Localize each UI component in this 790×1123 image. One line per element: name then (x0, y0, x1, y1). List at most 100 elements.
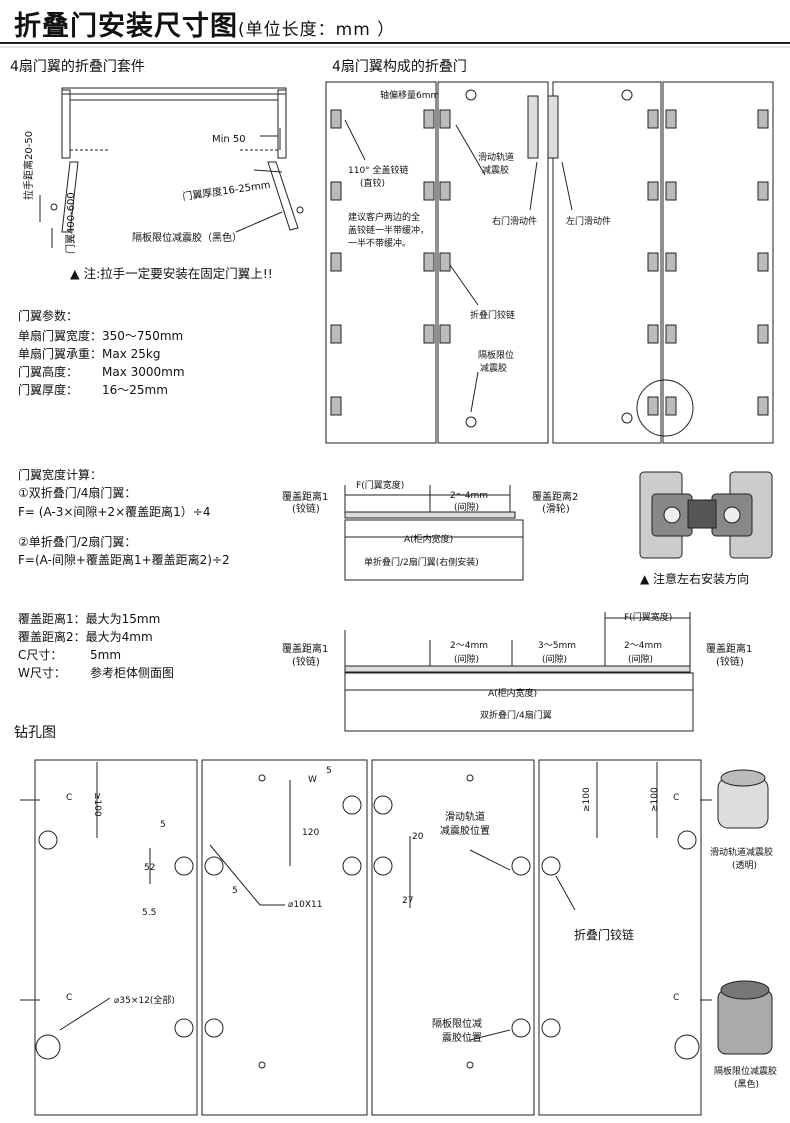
calc-heading: 门翼宽度计算： (18, 468, 103, 482)
params-list: 单扇门翼宽度：350～750mm 单扇门翼承重：Max 25kg 门翼高度：Ma… (18, 325, 185, 397)
drill-ge100-3: ≥100 (650, 787, 660, 812)
double-a-width: A(柜内宽度) (488, 689, 538, 699)
drill-c-1: C (66, 793, 73, 803)
param-row: 门翼高度：Max 3000mm (18, 365, 185, 379)
double-cover1: 覆盖距离1 (282, 644, 329, 655)
drill-limit-pos-1: 隔板限位减 (432, 1019, 482, 1030)
drilling-panels (34, 759, 702, 1116)
direction-note: ▲ 注意左右安装方向 (640, 572, 750, 586)
single-gap: 2～4mm (450, 491, 488, 501)
formula-2: F=(A-间隙+覆盖距离1+覆盖距离2)÷2 (18, 553, 230, 567)
page-title: 折叠门安装尺寸图(单位长度：mm ） (14, 4, 395, 43)
drill-rail-pos-1: 滑动轨道 (445, 812, 485, 823)
limit-damper-label-2: 减震胶 (480, 364, 508, 374)
limit-row: 覆盖距离2：最大为4mm (18, 630, 153, 644)
drill-rail-pos-2: 减震胶位置 (440, 826, 490, 837)
left-slider-label: 左门滑动件 (566, 217, 612, 227)
advice-line-1: 建议客户两边的全 (348, 213, 421, 223)
param-row: 单扇门翼承重：Max 25kg (18, 347, 161, 361)
min50-label: Min 50 (212, 134, 246, 145)
param-row: 单扇门翼宽度：350～750mm (18, 329, 184, 343)
drill-52: 52 (144, 863, 156, 873)
limit-row: W尺寸：参考柜体侧面图 (18, 666, 175, 680)
drill-c-4: C (673, 993, 680, 1003)
leaders (344, 119, 573, 413)
drill-w: W (308, 775, 317, 785)
limit-damper-black: 隔板限位减震胶 (714, 1067, 778, 1077)
hinge-illustration (639, 471, 773, 559)
single-cover1-sub: (铰链) (292, 504, 320, 515)
drill-5-a: 5 (160, 820, 166, 830)
double-gap2-sub: (间隙) (542, 655, 568, 665)
drill-ge100-1: ≥100 (92, 792, 102, 817)
formula-1-title: ①双折叠门/4扇门翼： (18, 486, 137, 500)
drill-120: 120 (302, 828, 320, 838)
rail-damper-clear: 滑动轨道减震胶 (710, 848, 774, 858)
kit-frame (39, 87, 304, 248)
double-f-width: F(门翼宽度) (624, 613, 673, 623)
advice-line-3: 一半不带缓冲。 (348, 239, 412, 249)
drill-5-b: 5 (232, 886, 238, 896)
handle-note: ▲ 注:拉手一定要安装在固定门翼上!! (70, 266, 273, 281)
drill-10x11: ⌀10X11 (288, 900, 323, 910)
double-gap1: 2～4mm (450, 641, 488, 651)
double-caption: 双折叠门/4扇门翼 (480, 711, 552, 721)
double-gap3: 2～4mm (624, 641, 662, 651)
single-caption: 单折叠门/2扇门翼(右侧安装) (364, 558, 479, 568)
double-cover1b: 覆盖距离1 (706, 644, 753, 655)
drill-ge100-2: ≥100 (582, 787, 592, 812)
single-gap-sub: (间隙) (454, 503, 480, 513)
param-row: 门翼厚度：16～25mm (18, 383, 168, 397)
drill-20: 20 (412, 832, 424, 842)
advice-line-2: 盖铰链一半带缓冲， (348, 226, 430, 236)
right-slider-label: 右门滑动件 (492, 217, 538, 227)
clear-label: (透明) (732, 861, 758, 871)
params-heading: 门翼参数： (18, 309, 79, 323)
four-door-elevation (325, 81, 774, 444)
limit-row: 覆盖距离1：最大为15mm (18, 612, 161, 626)
double-cover1b-sub: (铰链) (716, 657, 744, 668)
drill-c-3: C (673, 793, 680, 803)
drill-5-c: 5 (326, 766, 332, 776)
drill-fold-hinge: 折叠门铰链 (574, 928, 635, 942)
drill-27: 27 (402, 896, 414, 906)
drill-55: 5.5 (142, 908, 157, 918)
door-length-label: 门翼400-600 (66, 192, 77, 254)
double-door-section (344, 612, 694, 732)
drill-heading: 钻孔图 (14, 725, 56, 741)
double-gap3-sub: (间隙) (628, 655, 654, 665)
single-door-section (344, 485, 524, 581)
dimension-lines (20, 762, 712, 1041)
black-damper-label: 隔板限位减震胶（黑色） (132, 233, 242, 244)
double-cover1-sub: (铰链) (292, 657, 320, 668)
limits-list: 覆盖距离1：最大为15mm 覆盖距离2：最大为4mm C尺寸：5mm W尺寸：参… (18, 608, 174, 680)
single-a-width: A(柜内宽度) (404, 535, 454, 545)
title-bar: 折叠门安装尺寸图(单位长度：mm ） (0, 0, 790, 44)
limit-damper-label-1: 隔板限位 (478, 351, 515, 361)
formula-2-title: ②单折叠门/2扇门翼： (18, 535, 137, 549)
formula-1: F= (A-3×间隙+2×覆盖距离1）÷4 (18, 505, 211, 519)
fold-hinge-label: 折叠门铰链 (470, 311, 516, 321)
hinges-left (330, 109, 769, 416)
rail-damper-label-1: 滑动轨道 (478, 153, 515, 163)
axis-shift-label: 轴偏移量6mm (380, 91, 440, 101)
hinge-110-sub: (直铰) (360, 179, 386, 189)
single-cover2: 覆盖距离2 (532, 492, 579, 503)
rail-damper-label-2: 减震胶 (482, 166, 510, 176)
black-label: (黑色) (734, 1080, 760, 1090)
four-door-heading: 4扇门翼构成的折叠门 (332, 59, 467, 75)
title-text: 折叠门安装尺寸图 (14, 11, 238, 42)
kit-heading: 4扇门翼的折叠门套件 (10, 59, 145, 75)
double-gap1-sub: (间隙) (454, 655, 480, 665)
handle-distance-label: 拉手距离20-50 (24, 130, 35, 200)
drill-holes (35, 774, 700, 1069)
double-gap2: 3～5mm (538, 641, 576, 651)
hinge-110-label: 110° 全盖铰链 (348, 166, 409, 176)
single-cover1: 覆盖距离1 (282, 492, 329, 503)
single-cover2-sub: (滑轮) (542, 504, 570, 515)
single-f-width: F(门翼宽度) (356, 481, 405, 491)
drill-35x12: ⌀35×12(全部) (114, 996, 175, 1006)
title-unit: (单位长度：mm ） (238, 20, 396, 40)
drill-limit-pos-2: 震胶位置 (442, 1033, 482, 1044)
